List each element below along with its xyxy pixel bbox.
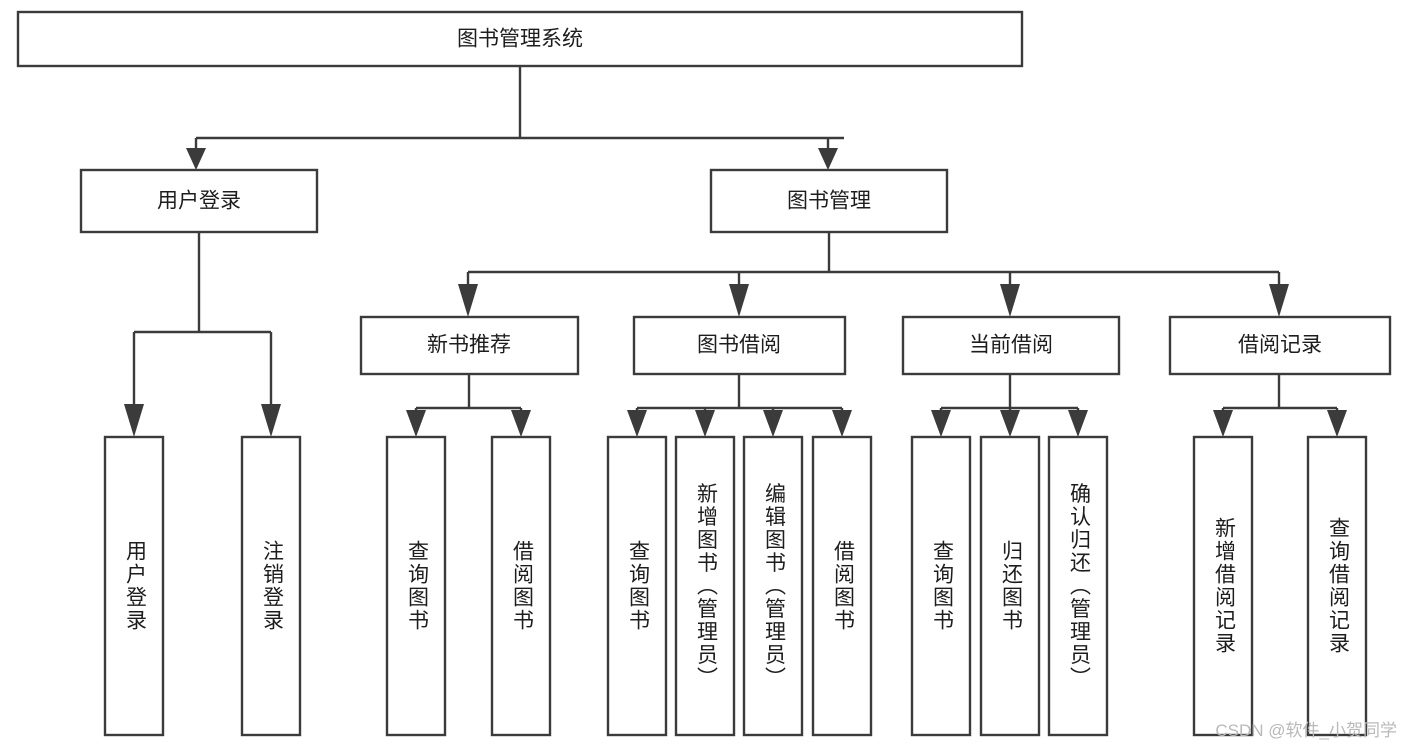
connector-current-borrow-to-leaves [931, 374, 1088, 437]
node-label-leaf-return-book: 归还图书 [999, 540, 1023, 632]
node-box-borrow-record[interactable] [1168, 315, 1392, 376]
node-box-leaf-add-book[interactable] [674, 435, 736, 737]
node-box-leaf-user-logout[interactable] [240, 435, 302, 737]
node-box-leaf-query-book-1[interactable] [385, 435, 447, 737]
node-label-leaf-confirm-return: 确认归还（管理员） [1067, 483, 1091, 690]
node-box-leaf-edit-book[interactable] [742, 435, 804, 737]
node-box-leaf-borrow-book-2[interactable] [811, 435, 873, 737]
node-label-root: 图书管理系统 [457, 28, 583, 51]
arrow-head-icon [186, 148, 206, 170]
node-box-book-manage[interactable] [709, 168, 949, 234]
node-user-login[interactable]: 用户登录 [79, 168, 319, 234]
arrow-head-icon [1000, 410, 1020, 437]
arrow-head-icon [1213, 410, 1233, 437]
node-leaf-query-record[interactable]: 查询借阅记录 [1306, 435, 1368, 737]
node-label-leaf-borrow-book-1: 借阅图书 [510, 540, 534, 632]
node-root-图书管理系统[interactable]: 图书管理系统 [16, 10, 1024, 68]
node-box-leaf-query-book-2[interactable] [606, 435, 668, 737]
arrow-head-icon [818, 148, 838, 170]
node-box-leaf-confirm-return[interactable] [1047, 435, 1109, 737]
arrow-head-icon [1068, 410, 1088, 437]
node-box-new-book-recommend[interactable] [359, 315, 580, 376]
connector-new-book-recommend-to-leaves [406, 374, 531, 437]
node-leaf-confirm-return[interactable]: 确认归还（管理员） [1047, 435, 1109, 737]
node-label-borrow-record: 借阅记录 [1238, 334, 1322, 357]
node-leaf-add-record[interactable]: 新增借阅记录 [1192, 435, 1254, 737]
node-leaf-user-login[interactable]: 用户登录 [103, 435, 165, 737]
node-box-leaf-query-book-3[interactable] [910, 435, 972, 737]
connector-borrow-record-to-leaves [1213, 374, 1347, 437]
node-current-borrow[interactable]: 当前借阅 [901, 315, 1121, 376]
arrow-head-icon [1000, 284, 1020, 317]
arrow-head-icon [931, 410, 951, 437]
arrow-head-icon [458, 284, 478, 317]
node-label-leaf-query-record: 查询借阅记录 [1326, 517, 1350, 655]
node-label-leaf-add-record: 新增借阅记录 [1212, 517, 1236, 655]
arrow-head-icon [261, 404, 281, 437]
node-leaf-query-book-1[interactable]: 查询图书 [385, 435, 447, 737]
arrow-head-icon [1327, 410, 1347, 437]
node-box-leaf-return-book[interactable] [979, 435, 1041, 737]
connector-book-borrow-to-leaves [627, 374, 852, 437]
node-new-book-recommend[interactable]: 新书推荐 [359, 315, 580, 376]
arrow-head-icon [1269, 284, 1289, 317]
node-leaf-return-book[interactable]: 归还图书 [979, 435, 1041, 737]
watermark: CSDN @软件_小贺同学 [1215, 721, 1397, 740]
node-label-leaf-query-book-3: 查询图书 [930, 540, 954, 632]
node-label-leaf-add-book: 新增图书（管理员） [694, 483, 718, 690]
node-box-leaf-query-record[interactable] [1306, 435, 1368, 737]
node-box-leaf-add-record[interactable] [1192, 435, 1254, 737]
connector-root-to-level2 [186, 66, 844, 170]
node-label-current-borrow: 当前借阅 [969, 334, 1053, 357]
node-box-user-login[interactable] [79, 168, 319, 234]
node-leaf-add-book[interactable]: 新增图书（管理员） [674, 435, 736, 737]
arrow-head-icon [406, 410, 426, 437]
arrow-head-icon [627, 410, 647, 437]
node-leaf-borrow-book-1[interactable]: 借阅图书 [490, 435, 552, 737]
node-book-borrow[interactable]: 图书借阅 [632, 315, 847, 376]
node-label-leaf-query-book-2: 查询图书 [626, 540, 650, 632]
node-label-book-borrow: 图书借阅 [697, 334, 781, 357]
arrow-head-icon [729, 284, 749, 317]
node-label-leaf-user-login: 用户登录 [123, 540, 147, 632]
arrow-head-icon [832, 410, 852, 437]
node-leaf-query-book-2[interactable]: 查询图书 [606, 435, 668, 737]
node-box-current-borrow[interactable] [901, 315, 1121, 376]
node-box-root[interactable] [16, 10, 1024, 68]
node-label-leaf-user-logout: 注销登录 [260, 540, 284, 632]
connector-book-manage-to-level3 [458, 232, 1289, 317]
node-leaf-edit-book[interactable]: 编辑图书（管理员） [742, 435, 804, 737]
arrow-head-icon [763, 410, 783, 437]
node-label-leaf-query-book-1: 查询图书 [405, 540, 429, 632]
node-borrow-record[interactable]: 借阅记录 [1168, 315, 1392, 376]
node-label-new-book-recommend: 新书推荐 [427, 334, 511, 357]
node-box-book-borrow[interactable] [632, 315, 847, 376]
node-label-leaf-borrow-book-2: 借阅图书 [831, 540, 855, 632]
node-leaf-borrow-book-2[interactable]: 借阅图书 [811, 435, 873, 737]
arrow-head-icon [124, 404, 144, 437]
node-label-book-manage: 图书管理 [787, 190, 871, 213]
connector-user-login-to-leaves [124, 232, 281, 437]
arrow-head-icon [695, 410, 715, 437]
arrow-head-icon [511, 410, 531, 437]
node-label-leaf-edit-book: 编辑图书（管理员） [762, 483, 786, 690]
node-leaf-query-book-3[interactable]: 查询图书 [910, 435, 972, 737]
node-leaf-user-logout[interactable]: 注销登录 [240, 435, 302, 737]
node-box-leaf-user-login[interactable] [103, 435, 165, 737]
node-box-leaf-borrow-book-1[interactable] [490, 435, 552, 737]
node-book-manage[interactable]: 图书管理 [709, 168, 949, 234]
node-label-user-login: 用户登录 [157, 190, 241, 213]
